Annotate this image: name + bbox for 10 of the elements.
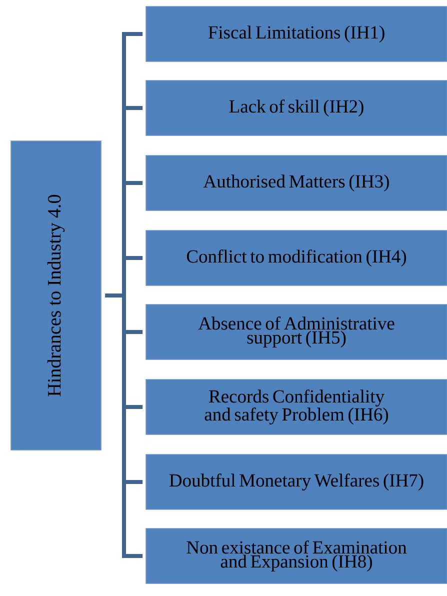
item-box: Doubtful Monetary Welfares (IH7): [146, 454, 447, 510]
category-box: Hindrances to Industry 4.0: [10, 140, 102, 450]
item-box: Authorised Matters (IH3): [146, 155, 447, 211]
item-box: Lack of skill (IH2): [146, 80, 447, 136]
item-box: Fiscal Limitations (IH1): [146, 6, 447, 62]
connector-line: [105, 294, 143, 558]
item-box: Records Confidentiality and safety Problem (IH6): [146, 379, 447, 435]
item-box: Absence of Administrative support (IH5): [146, 304, 447, 360]
item-box: Non existance of Examination and Expansion (IH8): [146, 528, 447, 584]
item-box: Conflict to modification (IH4): [146, 230, 447, 286]
